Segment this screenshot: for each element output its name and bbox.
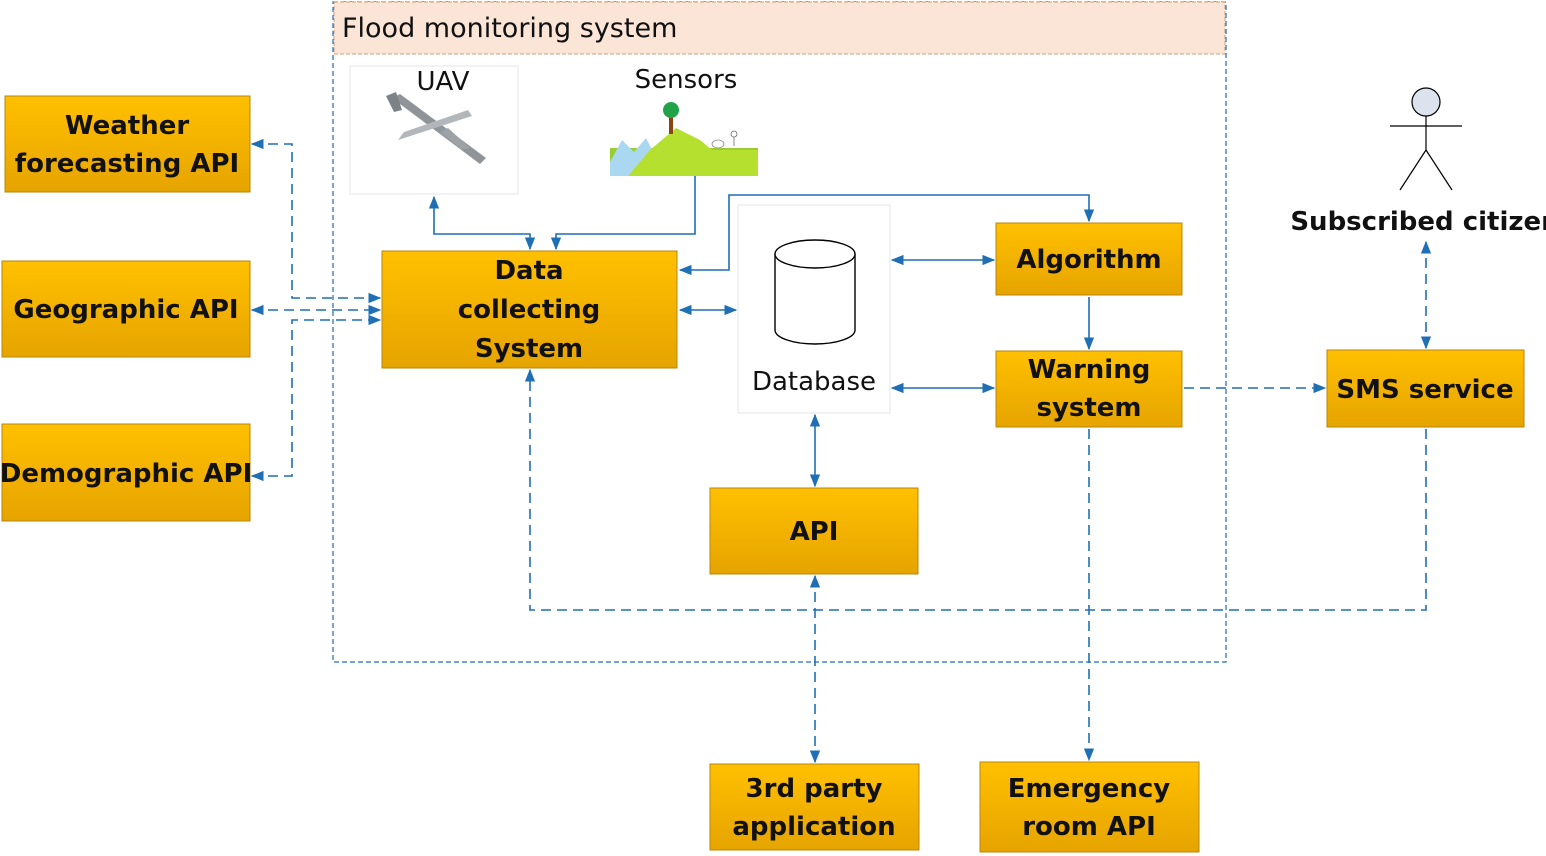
emergency-line-1: Emergency [1008,774,1170,804]
database-icon [774,239,856,345]
uav-label: UAV [417,67,470,97]
database-label: Database [752,367,876,397]
uav-panel: UAV [349,65,519,195]
data-collecting-line-2: collecting [458,295,601,325]
third-party-line-1: 3rd party [746,774,883,804]
sms-service-box[interactable]: SMS service [1326,349,1525,428]
weather-api-line-1: Weather [65,111,190,141]
system-title-band [333,1,1226,55]
sensors-panel: Sensors [610,65,758,176]
output-connectors [524,240,1432,764]
person-icon [1390,87,1462,191]
demographic-api-label: Demographic API [0,459,252,489]
geographic-api-box[interactable]: Geographic API [1,260,251,358]
warning-system-box[interactable]: Warning system [995,350,1183,428]
emergency-room-api-box[interactable]: Emergency room API [979,761,1200,853]
warning-line-2: system [1036,393,1141,423]
data-collecting-box[interactable]: Data collecting System [381,250,678,369]
sensors-icon [610,102,758,176]
citizen-label: Subscribed citizen [1290,207,1546,237]
weather-api-line-2: forecasting API [15,149,239,179]
external-api-connectors [250,138,382,482]
warning-line-1: Warning [1028,355,1151,385]
uav-icon [386,92,486,164]
api-label: API [790,517,839,547]
api-box[interactable]: API [709,487,919,575]
sensors-label: Sensors [635,65,738,95]
data-collecting-line-1: Data [494,256,563,286]
algorithm-label: Algorithm [1016,245,1161,275]
weather-api-box[interactable]: Weather forecasting API [4,95,251,193]
sms-service-label: SMS service [1336,375,1513,405]
subscribed-citizen: Subscribed citizen [1290,87,1546,237]
demographic-api-box[interactable]: Demographic API [0,423,252,522]
emergency-line-2: room API [1022,812,1156,842]
system-boundary: Flood monitoring system [332,1,1227,663]
geographic-api-label: Geographic API [13,295,238,325]
internal-connectors [428,176,1095,488]
system-title: Flood monitoring system [342,13,677,44]
third-party-line-2: application [732,812,895,842]
database-panel[interactable]: Database [737,204,891,414]
third-party-app-box[interactable]: 3rd party application [709,763,920,851]
algorithm-box[interactable]: Algorithm [995,222,1183,296]
data-collecting-line-3: System [475,334,583,364]
